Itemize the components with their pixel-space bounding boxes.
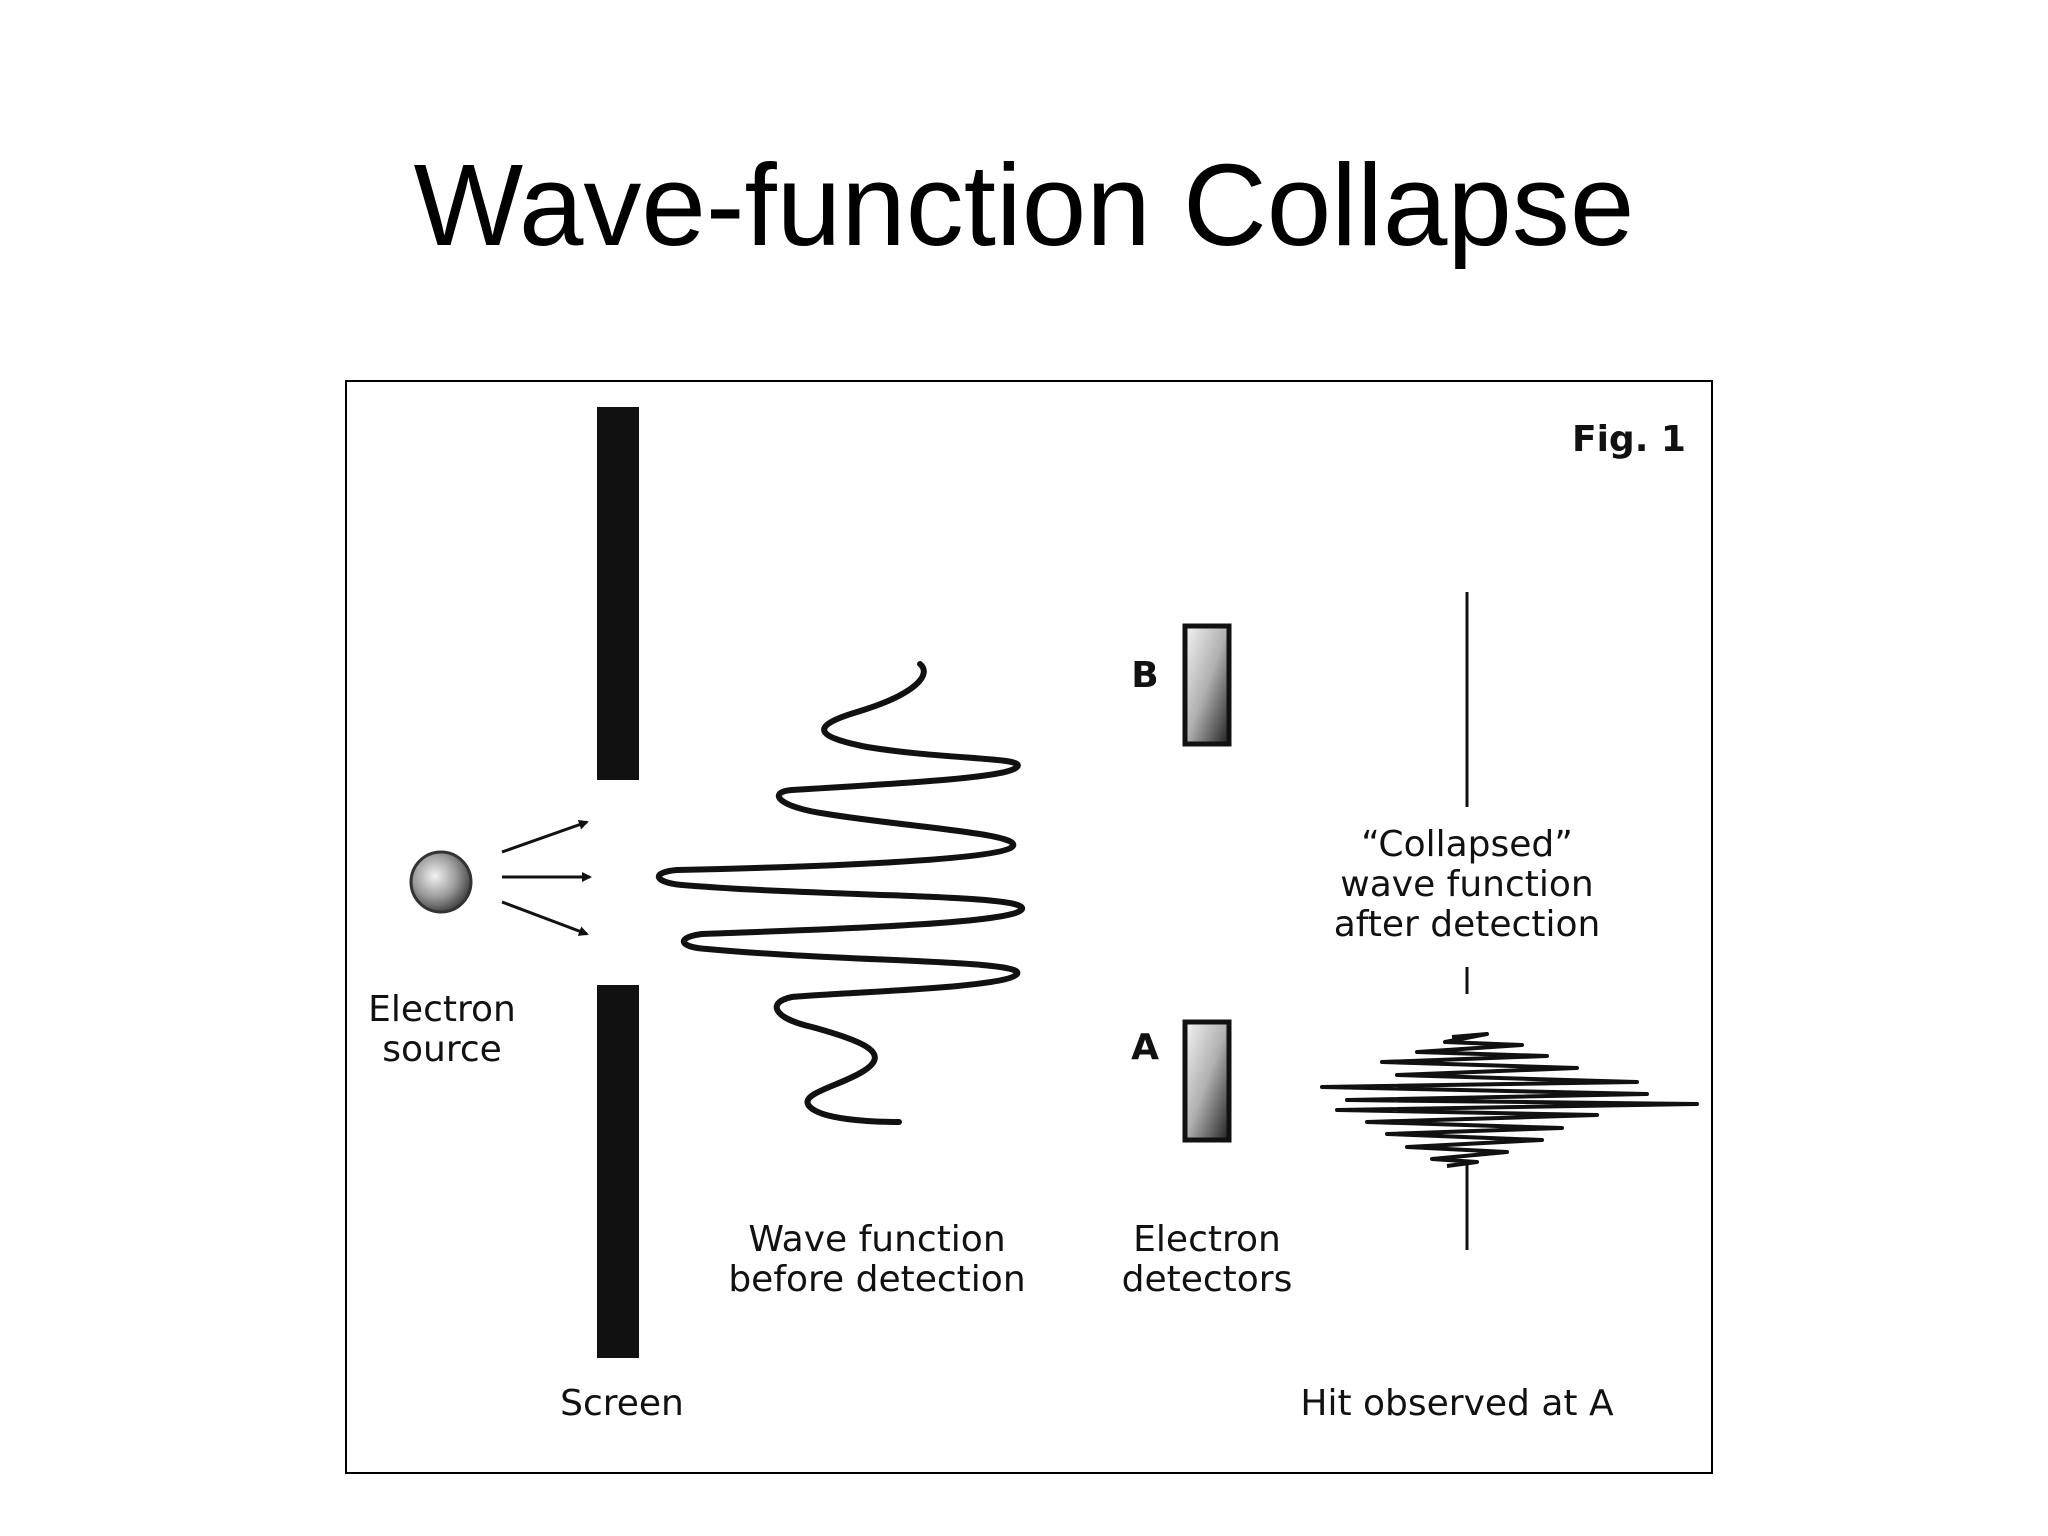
arrow-down [501, 900, 589, 936]
detector-b-label: B [1131, 655, 1159, 696]
screen-bar-bottom [597, 985, 639, 1358]
electron-source-label: Electron source [368, 989, 516, 1070]
wave-function-before [655, 661, 1026, 1125]
detectors-label: Electron detectors [1121, 1219, 1293, 1300]
screen-bar-top [597, 407, 639, 780]
wave-before-label: Wave function before detection [728, 1219, 1026, 1300]
figure-panel: Fig. 1 Electron source Screen Wave funct… [345, 380, 1713, 1474]
electron-arrows [501, 819, 592, 936]
collapsed-wave-packet [1320, 1032, 1699, 1168]
detector-a-label: A [1131, 1027, 1159, 1068]
slide-title: Wave-function Collapse [413, 140, 1635, 270]
fig-label: Fig. 1 [1572, 419, 1686, 460]
arrow-up [501, 819, 589, 854]
electron-source-sphere [409, 850, 473, 914]
detector-a [1182, 1019, 1232, 1143]
collapsed-label: “Collapsed” wave function after detectio… [1333, 824, 1601, 945]
screen-label: Screen [560, 1383, 684, 1424]
diagram-drawing [409, 407, 1699, 1358]
detector-b [1182, 623, 1232, 747]
hit-label: Hit observed at A [1300, 1383, 1614, 1424]
